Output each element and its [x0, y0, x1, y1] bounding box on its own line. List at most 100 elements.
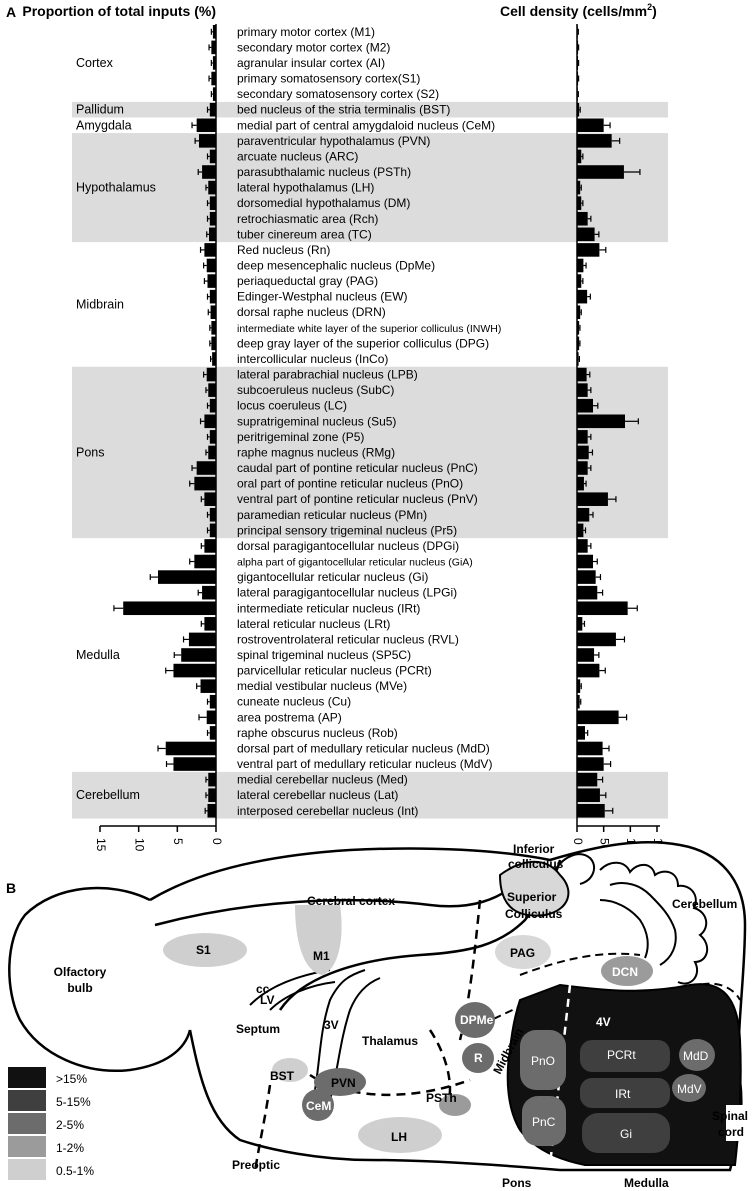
label-dpme: DPMe — [460, 1013, 494, 1027]
bar-left — [188, 632, 216, 647]
group-band-5 — [72, 366, 668, 539]
region-label: parasubthalamic nucleus (PSTh) — [237, 165, 411, 179]
panel-b-letter: B — [6, 880, 16, 896]
region-label: secondary somatosensory cortex (S2) — [237, 87, 439, 101]
bar-left — [204, 617, 216, 631]
region-label: lateral paragigantocellular nucleus (LPG… — [237, 586, 457, 600]
bar-left — [211, 321, 216, 335]
region-label: locus coeruleus (LC) — [237, 399, 347, 413]
legend-label-5: 0.5-1% — [56, 1164, 94, 1178]
bar-right — [577, 585, 598, 600]
bar-left — [209, 211, 216, 226]
region-label: raphe obscurus nucleus (Rob) — [237, 726, 398, 740]
left-bars — [113, 25, 216, 818]
region-label: lateral hypothalamus (LH) — [237, 181, 374, 195]
region-label: raphe magnus nucleus (RMg) — [237, 445, 395, 459]
region-label: dorsal part of medullary reticular nucle… — [237, 741, 490, 755]
group-band-7 — [72, 771, 668, 819]
bar-left — [209, 694, 216, 709]
group-label: Medulla — [76, 648, 120, 662]
legend-swatch-1 — [8, 1067, 46, 1088]
bar-left — [208, 772, 216, 787]
bar-left — [202, 585, 216, 600]
bar-right — [577, 554, 593, 569]
region-label: medial vestibular nucleus (MVe) — [237, 679, 407, 693]
group-label: Midbrain — [76, 297, 124, 311]
label-pag: PAG — [510, 946, 535, 960]
region-label: retrochiasmatic area (Rch) — [237, 212, 378, 226]
region-label: bed nucleus of the stria terminalis (BST… — [237, 103, 450, 117]
bar-right — [577, 305, 581, 320]
label-bst: BST — [270, 1069, 295, 1083]
group-label: Cortex — [76, 56, 114, 70]
region-cem — [302, 1089, 334, 1121]
bar-right — [577, 211, 588, 226]
bar-left — [209, 149, 216, 164]
region-psth — [439, 1094, 471, 1116]
bar-left — [204, 492, 216, 506]
bar-left — [173, 663, 216, 678]
label-olfactory: Olfactory — [54, 965, 107, 979]
region-label: dorsal raphe nucleus (DRN) — [237, 305, 386, 319]
region-label: paraventricular hypothalamus (PVN) — [237, 134, 430, 148]
left-tick-label: 15 — [94, 838, 108, 852]
region-label: peritrigeminal zone (P5) — [237, 430, 364, 444]
region-label: secondary motor cortex (M2) — [237, 40, 390, 54]
label-dcn: DCN — [612, 965, 638, 979]
bar-right — [577, 476, 584, 491]
region-bst — [272, 1058, 308, 1082]
bar-right — [577, 788, 600, 802]
region-label: caudal part of pontine reticular nucleus… — [237, 461, 478, 475]
region-label: paramedian reticular nucleus (PMn) — [237, 508, 427, 522]
bar-left — [198, 134, 216, 148]
bar-right — [577, 430, 588, 444]
group-band-1 — [72, 101, 668, 118]
legend-swatch-4 — [8, 1136, 46, 1157]
legend-swatch-3 — [8, 1113, 46, 1134]
legend: >15% 5-15% 2-5% 1-2% 0.5-1% — [8, 1067, 94, 1180]
cerebellum-folia — [599, 861, 709, 985]
region-label: dorsal paragigantocellular nucleus (DPGi… — [237, 539, 459, 553]
bar-right — [577, 461, 588, 475]
bar-right — [577, 726, 585, 740]
bar-right — [577, 710, 619, 725]
bar-right — [577, 274, 582, 288]
bar-left — [202, 165, 216, 179]
bar-left — [181, 648, 216, 662]
region-label: deep gray layer of the superior collicul… — [237, 336, 489, 350]
panel-a-letter: A — [6, 4, 16, 20]
bar-right — [577, 507, 590, 522]
region-label: intercollicular nucleus (InCo) — [237, 352, 388, 366]
bar-left — [208, 445, 216, 460]
bar-left — [209, 289, 216, 304]
bar-right — [577, 180, 581, 195]
right-chart-title: Cell density (cells/mm2) — [500, 2, 657, 19]
bar-left — [209, 523, 216, 538]
region-label: lateral reticular nucleus (LRt) — [237, 617, 390, 631]
label-lh: LH — [391, 1130, 407, 1144]
bar-right — [577, 663, 600, 678]
group-label: Cerebellum — [76, 788, 140, 802]
region-dpme — [455, 1002, 495, 1038]
label-r: R — [474, 1051, 483, 1065]
label-medulla: Medulla — [624, 1176, 669, 1190]
region-mdd — [679, 1039, 715, 1071]
olfactory-bulb-outline — [8, 886, 192, 1072]
label-bulb: bulb — [67, 981, 92, 995]
label-4v: 4V — [596, 1015, 611, 1029]
left-tick-label: 0 — [210, 838, 224, 845]
label-pnc: PnC — [532, 1115, 556, 1129]
region-label: ventral part of medullary reticular nucl… — [237, 757, 492, 771]
bar-left — [194, 554, 216, 569]
bar-right — [577, 804, 605, 818]
label-mdd: MdD — [683, 1049, 709, 1063]
bar-right — [577, 321, 580, 335]
region-labels: primary motor cortex (M1)secondary motor… — [237, 25, 501, 818]
bar-right — [577, 102, 580, 117]
label-thalamus: Thalamus — [362, 1034, 418, 1048]
bar-left — [209, 196, 216, 210]
bar-left — [209, 102, 216, 117]
region-label: rostroventrolateral reticular nucleus (R… — [237, 632, 459, 646]
bar-left — [204, 414, 216, 429]
